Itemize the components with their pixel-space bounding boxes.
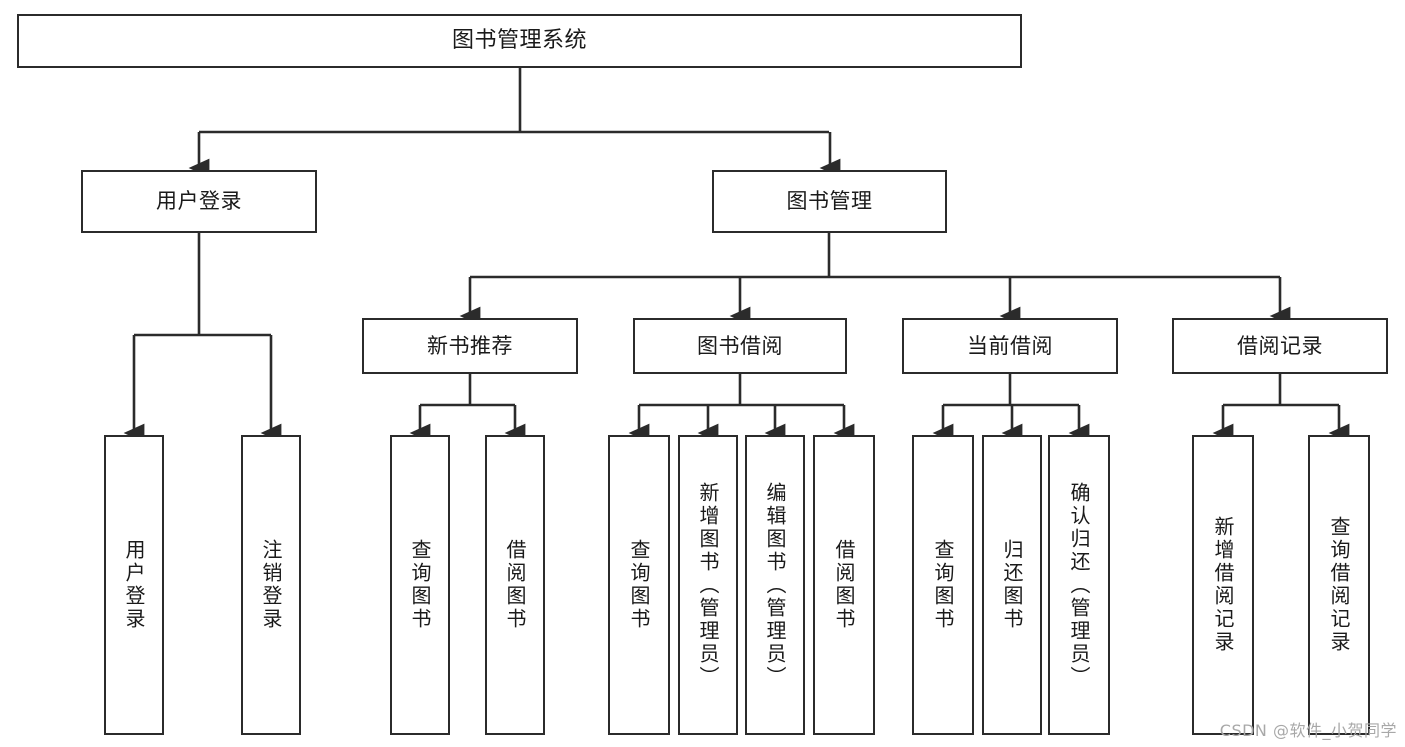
node-book-borrow-label: 图书借阅 [697,333,783,358]
node-borrow-record[interactable]: 借阅记录 [1172,318,1388,374]
node-leaf-user-logout-label: 注销登录 [259,539,283,631]
node-leaf-query-record-label: 查询借阅记录 [1327,516,1351,654]
node-leaf-borrow-book-2[interactable]: 借阅图书 [813,435,875,735]
node-leaf-user-logout[interactable]: 注销登录 [241,435,301,735]
node-leaf-edit-book[interactable]: 编辑图书（管理员） [745,435,805,735]
node-leaf-query-book-3-label: 查询图书 [931,539,955,631]
node-leaf-user-login[interactable]: 用户登录 [104,435,164,735]
node-borrow-record-label: 借阅记录 [1237,333,1323,358]
node-leaf-query-book-2-label: 查询图书 [627,539,651,631]
node-leaf-query-book-1-label: 查询图书 [408,539,432,631]
node-user-login[interactable]: 用户登录 [81,170,317,233]
node-leaf-confirm-return[interactable]: 确认归还（管理员） [1048,435,1110,735]
node-leaf-add-record-label: 新增借阅记录 [1211,516,1235,654]
node-leaf-borrow-book-1[interactable]: 借阅图书 [485,435,545,735]
node-leaf-user-login-label: 用户登录 [122,539,146,631]
node-book-manage-label: 图书管理 [786,189,873,214]
node-leaf-query-book-2[interactable]: 查询图书 [608,435,670,735]
node-leaf-query-book-3[interactable]: 查询图书 [912,435,974,735]
node-leaf-edit-book-label: 编辑图书（管理员） [763,481,787,689]
node-leaf-add-book[interactable]: 新增图书（管理员） [678,435,738,735]
node-root[interactable]: 图书管理系统 [17,14,1022,68]
node-book-borrow[interactable]: 图书借阅 [633,318,847,374]
node-root-label: 图书管理系统 [451,28,587,54]
node-book-manage[interactable]: 图书管理 [712,170,947,233]
node-leaf-add-book-label: 新增图书（管理员） [696,481,720,689]
connector-lines [123,68,1350,443]
node-current-borrow[interactable]: 当前借阅 [902,318,1118,374]
node-leaf-borrow-book-1-label: 借阅图书 [503,539,527,631]
node-leaf-borrow-book-2-label: 借阅图书 [832,539,856,631]
node-current-borrow-label: 当前借阅 [967,333,1053,358]
node-new-book-rec[interactable]: 新书推荐 [362,318,578,374]
node-new-book-rec-label: 新书推荐 [427,333,513,358]
node-user-login-label: 用户登录 [156,189,242,214]
node-leaf-add-record[interactable]: 新增借阅记录 [1192,435,1254,735]
node-leaf-query-book-1[interactable]: 查询图书 [390,435,450,735]
node-leaf-query-record[interactable]: 查询借阅记录 [1308,435,1370,735]
watermark-text: CSDN @软件_小贺同学 [1219,721,1397,740]
node-leaf-confirm-return-label: 确认归还（管理员） [1067,481,1091,689]
node-leaf-return-book-label: 归还图书 [1000,539,1024,631]
node-leaf-return-book[interactable]: 归还图书 [982,435,1042,735]
